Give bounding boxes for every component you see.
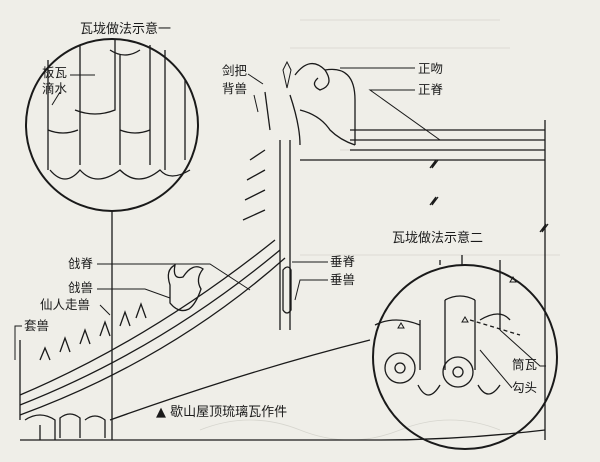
- label-beishou: 背兽: [222, 81, 248, 96]
- label-chuishou: 垂兽: [330, 272, 356, 287]
- label-dishui: 滴水: [42, 81, 68, 96]
- label-qiangshou: 戗兽: [68, 280, 94, 295]
- label-banwa: 板瓦: [42, 65, 68, 80]
- label-xianren-zoushou: 仙人走兽: [40, 297, 91, 312]
- figure-caption: ▲ 歇山屋顶琉璃瓦作件: [156, 401, 287, 420]
- detail-two-title: 瓦垅做法示意二: [392, 231, 484, 246]
- label-goutou: 勾头: [512, 380, 538, 395]
- label-taoshou: 套兽: [24, 318, 50, 333]
- label-chuiji: 垂脊: [330, 254, 356, 269]
- bleed-through-texture: [199, 19, 560, 441]
- detail-circle-one: [25, 38, 199, 440]
- caption-marker-icon: ▲: [156, 405, 166, 420]
- label-jianba: 剑把: [222, 63, 248, 78]
- label-zhengji: 正脊: [418, 82, 444, 97]
- detail-one-title: 瓦垅做法示意一: [80, 22, 172, 37]
- main-ridge: [242, 60, 549, 440]
- label-tongwa: 筒瓦: [512, 357, 538, 372]
- leader-lines: [14, 67, 546, 389]
- label-qiangji: 戗脊: [68, 256, 94, 271]
- caption-text: 歇山屋顶琉璃瓦作件: [170, 405, 288, 420]
- hip-ridge: [19, 239, 546, 441]
- label-zhengwen: 正吻: [418, 61, 444, 76]
- detail-circle-two: [372, 255, 558, 450]
